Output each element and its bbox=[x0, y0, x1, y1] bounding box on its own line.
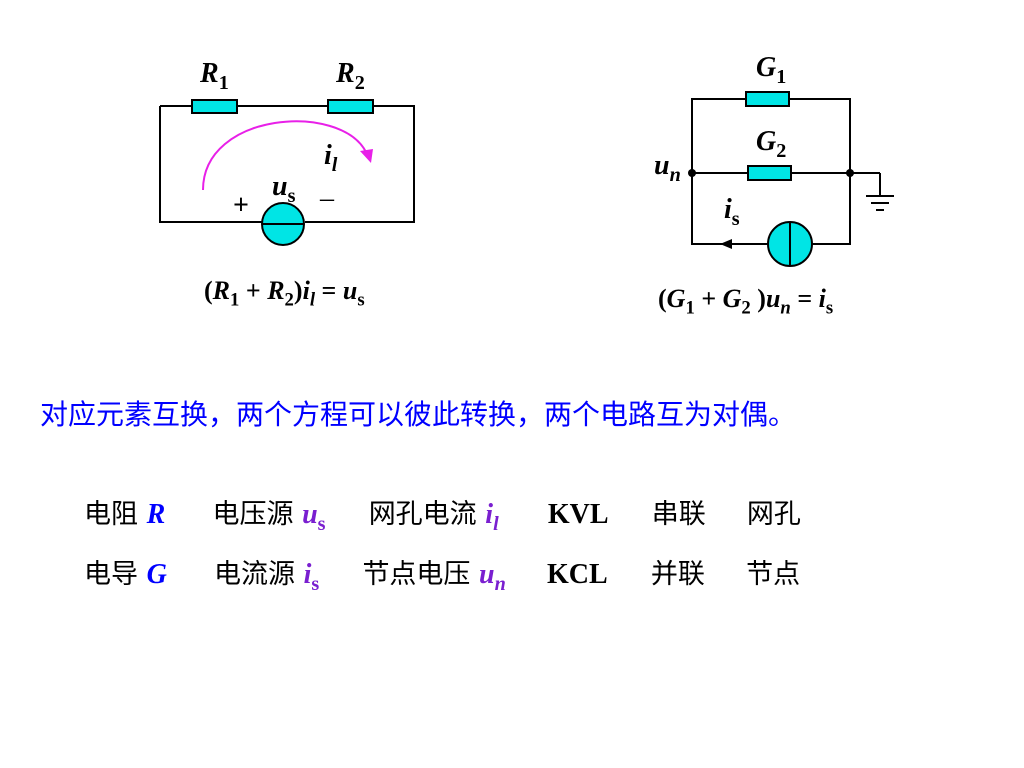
resistor-r2 bbox=[327, 99, 374, 114]
current-direction-arrow-icon bbox=[720, 239, 732, 249]
right-circuit-diagram bbox=[688, 91, 894, 267]
label-voltage-source: us bbox=[272, 171, 296, 208]
left-circuit-wire bbox=[160, 105, 415, 223]
label-plus: + bbox=[233, 190, 249, 221]
right-circuit-wire bbox=[691, 173, 768, 245]
equation-kvl: (R1 + R2)il = us bbox=[204, 276, 365, 311]
label-minus: – bbox=[320, 183, 334, 214]
node-dot bbox=[846, 169, 854, 177]
equation-kcl: (G1 + G2 )un = is bbox=[658, 284, 834, 319]
label-g2: G2 bbox=[756, 126, 787, 163]
mesh-current-arrow bbox=[202, 120, 367, 191]
arrowhead-icon bbox=[360, 149, 373, 163]
label-current-source: is bbox=[724, 194, 740, 231]
left-circuit-diagram bbox=[159, 99, 415, 246]
label-mesh-current: il bbox=[324, 140, 338, 177]
node-dot bbox=[688, 169, 696, 177]
dual-row-node: 电导 G 电流源 is 节点电压 un KCL 并联 节点 bbox=[84, 559, 801, 596]
label-g1: G1 bbox=[756, 52, 787, 89]
resistor-r1 bbox=[191, 99, 238, 114]
duality-statement: 对应元素互换，两个方程可以彼此转换，两个电路互为对偶。 bbox=[40, 398, 797, 431]
conductance-g1 bbox=[745, 91, 790, 107]
label-r1: R1 bbox=[200, 58, 229, 95]
conductance-g2 bbox=[747, 165, 792, 181]
label-node-voltage: un bbox=[654, 150, 681, 187]
dual-row-mesh: 电阻 R 电压源 us 网孔电流 il KVL 串联 网孔 bbox=[84, 499, 801, 536]
right-circuit-wire bbox=[812, 173, 851, 245]
label-r2: R2 bbox=[336, 58, 365, 95]
left-circuit-wire bbox=[159, 106, 262, 223]
